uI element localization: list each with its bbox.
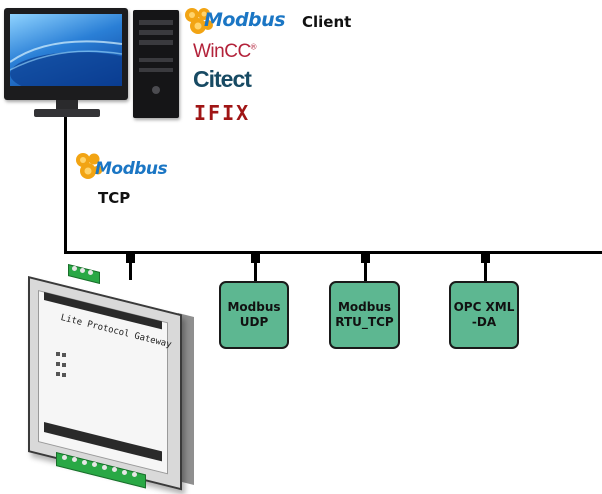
drop-line-modbus-rtu-tcp [364,262,367,282]
network-bus-line [64,251,602,254]
status-led-icon [56,352,60,356]
terminal-screw-icon [122,470,127,475]
terminal-screw-icon [88,270,93,275]
status-led-icon [62,353,66,357]
protocol-box-modbus-rtu-tcp: Modbus RTU_TCP [329,281,400,349]
drive-bay [139,68,173,72]
status-led-icon [62,363,66,367]
tcp-label: TCP [98,189,131,207]
status-led-icon [56,362,60,366]
drive-bay [139,20,173,25]
wincc-registered-mark: ® [250,42,257,52]
modbus-tcp-logo-text: Modbus [95,159,168,179]
modbus-gear-logo [76,153,103,179]
wincc-label: WinCC [193,41,251,62]
screen-wallpaper [10,40,122,86]
computer-link-line [64,117,67,254]
drive-bay [139,30,173,35]
drive-bay [139,58,173,62]
monitor-base [34,109,100,117]
wincc-logo: WinCC® [193,41,257,63]
ifix-logo: IFIX [194,101,251,125]
terminal-screw-icon [72,457,77,462]
bus-tap-marker [481,254,490,263]
protocol-box-modbus-udp: Modbus UDP [219,281,289,349]
terminal-screw-icon [72,266,77,271]
terminal-screw-icon [62,455,67,460]
modbus-gear-logo [185,8,213,34]
status-led-icon [62,373,66,377]
monitor-screen [10,14,122,86]
bus-tap-marker [361,254,370,263]
drop-line-opc-xml-da [484,262,487,282]
status-led-icon [56,372,60,376]
drive-bay [139,40,173,45]
bus-tap-marker [126,254,135,263]
terminal-screw-icon [102,465,107,470]
monitor-stand [56,100,78,110]
terminal-screw-icon [112,467,117,472]
power-button-icon [152,86,160,94]
citect-logo: Citect [193,66,252,92]
bus-tap-marker [251,254,260,263]
gateway-drop-line [129,262,132,280]
modbus-client-logo-text: Modbus [204,9,286,31]
pc-tower-icon [133,10,179,118]
client-label: Client [302,13,352,31]
terminal-screw-icon [80,268,85,273]
drop-line-modbus-udp [254,262,257,282]
protocol-box-opc-xml-da: OPC XML -DA [449,281,519,349]
terminal-screw-icon [82,460,87,465]
terminal-screw-icon [132,472,137,477]
terminal-screw-icon [92,462,97,467]
